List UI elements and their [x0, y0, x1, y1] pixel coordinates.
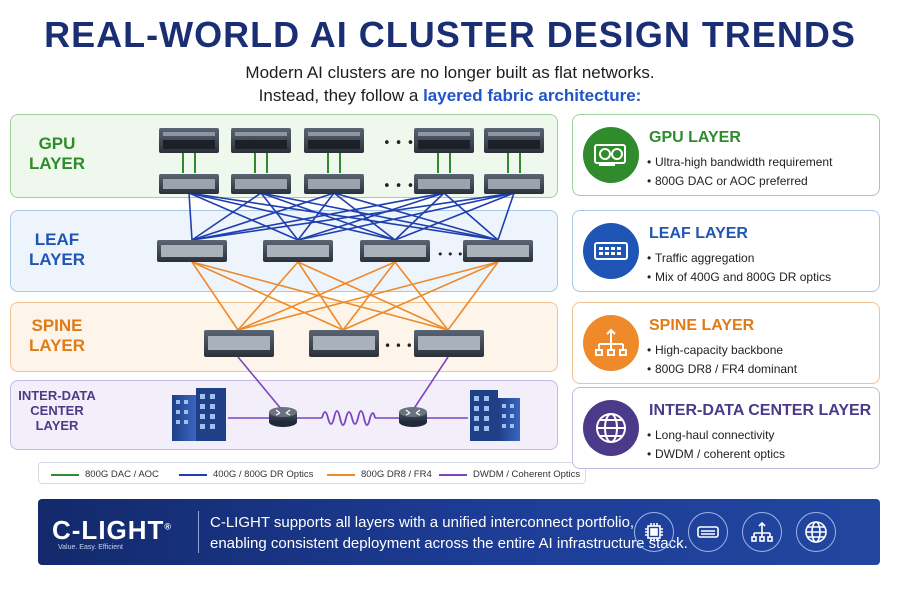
leaf-switch — [360, 240, 430, 262]
subtitle-line-1: Modern AI clusters are no longer built a… — [245, 63, 655, 82]
router-right — [399, 407, 427, 427]
dci-layer-band — [10, 380, 558, 450]
legend-swatch — [179, 473, 207, 476]
orange-links — [191, 261, 499, 331]
registered-mark: ® — [164, 521, 173, 532]
legend-item-dr: 400G / 800G DR Optics — [179, 469, 313, 480]
leaf-label-l2: LAYER — [28, 249, 86, 269]
subtitle-prefix: Instead, they follow a — [258, 86, 424, 105]
legend-label: 800G DAC / AOC — [85, 469, 159, 480]
blue-links — [188, 192, 515, 241]
logo-text: C-LIGHT — [52, 515, 165, 545]
spine-layer-card: SPINE LAYER High-capacity backbone 800G … — [572, 302, 880, 384]
legend-item-dwdm: DWDM / Coherent Optics — [439, 469, 580, 480]
leaf-card-bullet-2: Mix of 400G and 800G DR optics — [647, 270, 831, 284]
dci-layer-card: INTER-DATA CENTER LAYER Long-haul connec… — [572, 387, 880, 469]
spine-card-bullet-2: 800G DR8 / FR4 dominant — [647, 362, 797, 376]
spine-label-l2: LAYER — [28, 335, 86, 355]
dci-card-title: INTER-DATA CENTER LAYER — [649, 402, 872, 419]
legend-label: 400G / 800G DR Optics — [213, 469, 314, 480]
gpu-card-bullet-2: 800G DAC or AOC preferred — [647, 174, 808, 188]
dci-label-l2: CENTER — [30, 402, 84, 418]
leaf-switch — [463, 240, 533, 262]
router-left — [269, 407, 297, 427]
dci-label-l3: LAYER — [35, 417, 79, 433]
gpu-green-links — [182, 153, 521, 173]
network-tree-icon — [742, 512, 782, 552]
network-tree-icon — [583, 315, 639, 371]
gpu-label-l1: GPU — [38, 134, 76, 153]
gpu-ellipsis: • • • — [383, 136, 414, 151]
gpu-server — [414, 128, 474, 153]
spine-switch — [414, 330, 484, 357]
subtitle-line-2: Instead, they follow a layered fabric ar… — [0, 86, 900, 106]
legend-swatch — [439, 473, 467, 476]
leaf-label-l1: LEAF — [34, 230, 80, 249]
legend-swatch — [51, 473, 79, 476]
footer-line-1: C-LIGHT supports all layers with a unifi… — [210, 514, 635, 531]
switch-icon — [583, 223, 639, 279]
footer-line-2: enabling consistent deployment across th… — [210, 535, 688, 552]
leaf-switches — [157, 240, 533, 262]
footer-banner: C-LIGHT® Value. Easy. Efficient C-LIGHT … — [38, 499, 880, 565]
dci-card-bullet-1: Long-haul connectivity — [647, 428, 774, 442]
leaf-card-title: LEAF LAYER — [649, 225, 748, 242]
gpu-server — [159, 128, 219, 153]
gpu-server — [304, 128, 364, 153]
tor-switch — [414, 174, 474, 194]
gpu-label-l2: LAYER — [28, 153, 86, 173]
spine-switch — [309, 330, 379, 357]
dci-card-bullet-2: DWDM / coherent optics — [647, 447, 785, 461]
subtitle-highlight: layered fabric architecture: — [423, 86, 642, 105]
leaf-layer-card: LEAF LAYER Traffic aggregation Mix of 40… — [572, 210, 880, 292]
spine-ellipsis: • • • — [384, 339, 413, 353]
legend: 800G DAC / AOC 400G / 800G DR Optics 800… — [38, 462, 586, 484]
spine-label-l1: SPINE — [31, 316, 83, 335]
leaf-switch — [157, 240, 227, 262]
datacenter-building-right — [470, 390, 520, 441]
page-title: REAL-WORLD AI CLUSTER DESIGN TRENDS — [44, 14, 856, 55]
spine-switch — [204, 330, 274, 357]
tor-switch — [159, 174, 219, 194]
c-light-logo: C-LIGHT® — [52, 515, 172, 546]
leaf-card-bullet-1: Traffic aggregation — [647, 251, 754, 265]
purple-links — [228, 356, 468, 426]
legend-item-dr8: 800G DR8 / FR4 — [327, 469, 432, 480]
gpu-card-icon — [583, 127, 639, 183]
gpu-servers — [159, 128, 544, 153]
legend-label: DWDM / Coherent Optics — [473, 469, 581, 480]
dci-label-l1: INTER-DATA — [18, 388, 96, 403]
leaf-switch — [263, 240, 333, 262]
footer-divider — [198, 511, 199, 553]
spine-card-title: SPINE LAYER — [649, 317, 755, 334]
gpu-server — [231, 128, 291, 153]
datacenter-building-left — [172, 388, 226, 441]
legend-swatch — [327, 473, 355, 476]
tor-ellipsis: • • • — [383, 179, 414, 194]
globe-icon — [583, 400, 639, 456]
tor-switch — [231, 174, 291, 194]
gpu-card-title: GPU LAYER — [649, 129, 741, 146]
legend-item-dac: 800G DAC / AOC — [51, 469, 159, 480]
tor-switches — [159, 174, 544, 194]
gpu-layer-card: GPU LAYER Ultra-high bandwidth requireme… — [572, 114, 880, 196]
spine-card-bullet-1: High-capacity backbone — [647, 343, 783, 357]
leaf-ellipsis: • • • — [437, 248, 463, 261]
tor-switch — [484, 174, 544, 194]
legend-label: 800G DR8 / FR4 — [361, 469, 432, 480]
gpu-server — [484, 128, 544, 153]
globe-icon — [796, 512, 836, 552]
logo-tagline: Value. Easy. Efficient — [58, 544, 123, 551]
spine-switches — [204, 330, 484, 357]
chip-icon — [634, 512, 674, 552]
gpu-card-bullet-1: Ultra-high bandwidth requirement — [647, 155, 832, 169]
transceiver-icon — [688, 512, 728, 552]
tor-switch — [304, 174, 364, 194]
